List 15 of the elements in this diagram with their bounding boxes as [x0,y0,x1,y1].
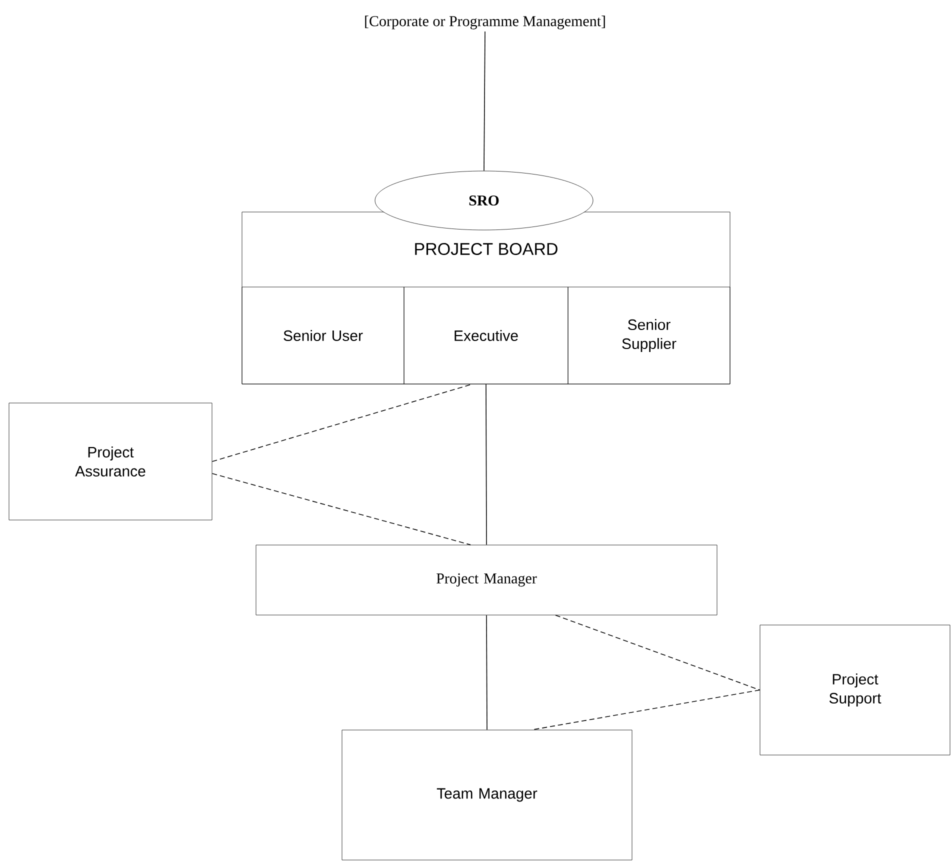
role-cell: Senior Supplier [568,286,730,384]
connector-line [532,690,760,730]
connector-line [484,31,486,172]
connector-line [555,614,760,690]
role-cell: Senior User [242,286,404,384]
role-box: Project Assurance [8,402,212,520]
connector-line [212,473,471,546]
role-box: Project Support [760,624,950,756]
role-box: Project Manager [256,544,718,616]
role-box: Team Manager [342,730,632,860]
role-cell: Executive [404,286,568,384]
connector-line [212,384,472,462]
connector-line [486,614,488,730]
heading-text: [Corporate or Programme Management] [365,16,605,30]
connector-line [486,384,487,546]
